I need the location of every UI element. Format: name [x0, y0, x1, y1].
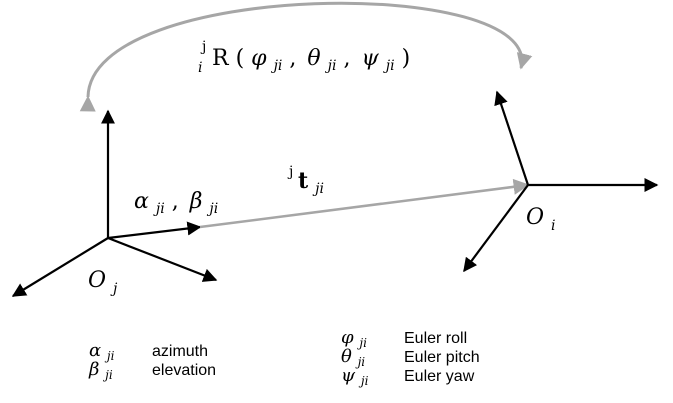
legend-beta-glyph: β — [88, 359, 99, 380]
angles-alpha: α — [134, 189, 149, 214]
rotation-arg-theta: θ — [307, 46, 320, 71]
legend-psi-sub: ji — [358, 374, 369, 388]
origin-j-symbol: O — [88, 268, 106, 293]
legend-azimuth-label: azimuth — [152, 343, 208, 360]
translation-label: j t ji — [287, 157, 324, 197]
legend-alpha-sub: ji — [104, 349, 115, 363]
frame-i-axis-down-left — [463, 184, 529, 273]
rotation-arg-phi: φ — [251, 46, 267, 71]
legend-theta-sub: ji — [355, 355, 366, 369]
translation-arrow — [199, 178, 530, 229]
legend-psi-glyph: ψ — [341, 365, 356, 386]
origin-i-subscript: i — [551, 218, 555, 234]
legend-euler-pitch-label: Euler pitch — [404, 349, 480, 366]
legend-euler-yaw-label: Euler yaw — [404, 368, 475, 385]
origin-j-subscript: j — [110, 281, 118, 297]
legend-beta-sub: ji — [102, 368, 113, 382]
frame-j-axis-down-left — [11, 237, 109, 297]
rotation-arg-phi-sub: ji — [271, 58, 283, 74]
angles-alpha-sub: ji — [153, 201, 165, 217]
translation-symbol: t — [298, 168, 309, 194]
legend-theta-symbol: θ ji — [341, 346, 365, 369]
rotation-arg-theta-sub: ji — [325, 58, 337, 74]
rotation-pre-superscript: j — [200, 39, 206, 55]
legend-theta-glyph: θ — [341, 346, 352, 367]
rotation-open-paren: ( — [236, 46, 245, 71]
rotation-pre-subscript: i — [198, 60, 202, 76]
translation-superscript: j — [287, 164, 293, 180]
origin-j-label: O j — [88, 268, 118, 297]
legend-alpha-symbol: α ji — [89, 340, 115, 363]
frame-j-axes — [11, 109, 218, 297]
legend-elevation-label: elevation — [152, 362, 216, 379]
rotation-arg-psi-sub: ji — [383, 58, 395, 74]
rotation-symbol: R — [212, 46, 230, 71]
origin-i-symbol: O — [526, 205, 544, 230]
legend-right: φ ji Euler roll θ ji Euler pitch ψ ji Eu… — [341, 327, 480, 388]
frame-j-axis-right — [107, 221, 202, 240]
legend-phi-symbol: φ ji — [341, 327, 367, 350]
rotation-sep-2: , — [343, 46, 350, 71]
frame-j-axis-down-right — [107, 236, 218, 282]
origin-i-label: O i — [526, 205, 556, 234]
frame-i-axis-up-left — [494, 90, 530, 186]
legend-phi-sub: ji — [356, 336, 367, 350]
legend-left: α ji azimuth β ji elevation — [88, 340, 216, 382]
legend-euler-roll-label: Euler roll — [404, 330, 467, 347]
angles-label: α ji , β ji — [134, 189, 218, 219]
legend-phi-glyph: φ — [341, 327, 354, 348]
angles-beta-sub: ji — [206, 201, 218, 217]
rotation-arc — [79, 1, 533, 112]
translation-subscript: ji — [312, 181, 324, 197]
legend-beta-symbol: β ji — [88, 359, 113, 382]
rotation-close-paren: ) — [402, 46, 411, 71]
frame-i-axes — [463, 90, 659, 273]
legend-alpha-glyph: α — [89, 340, 101, 361]
rotation-sep-1: , — [289, 46, 296, 71]
angles-sep: , — [172, 189, 179, 214]
angles-beta: β — [189, 189, 203, 214]
rotation-label: j i R ( φ ji , θ ji , ψ ji ) — [198, 32, 410, 78]
rotation-arg-psi: ψ — [361, 46, 379, 71]
legend-psi-symbol: ψ ji — [341, 365, 369, 388]
